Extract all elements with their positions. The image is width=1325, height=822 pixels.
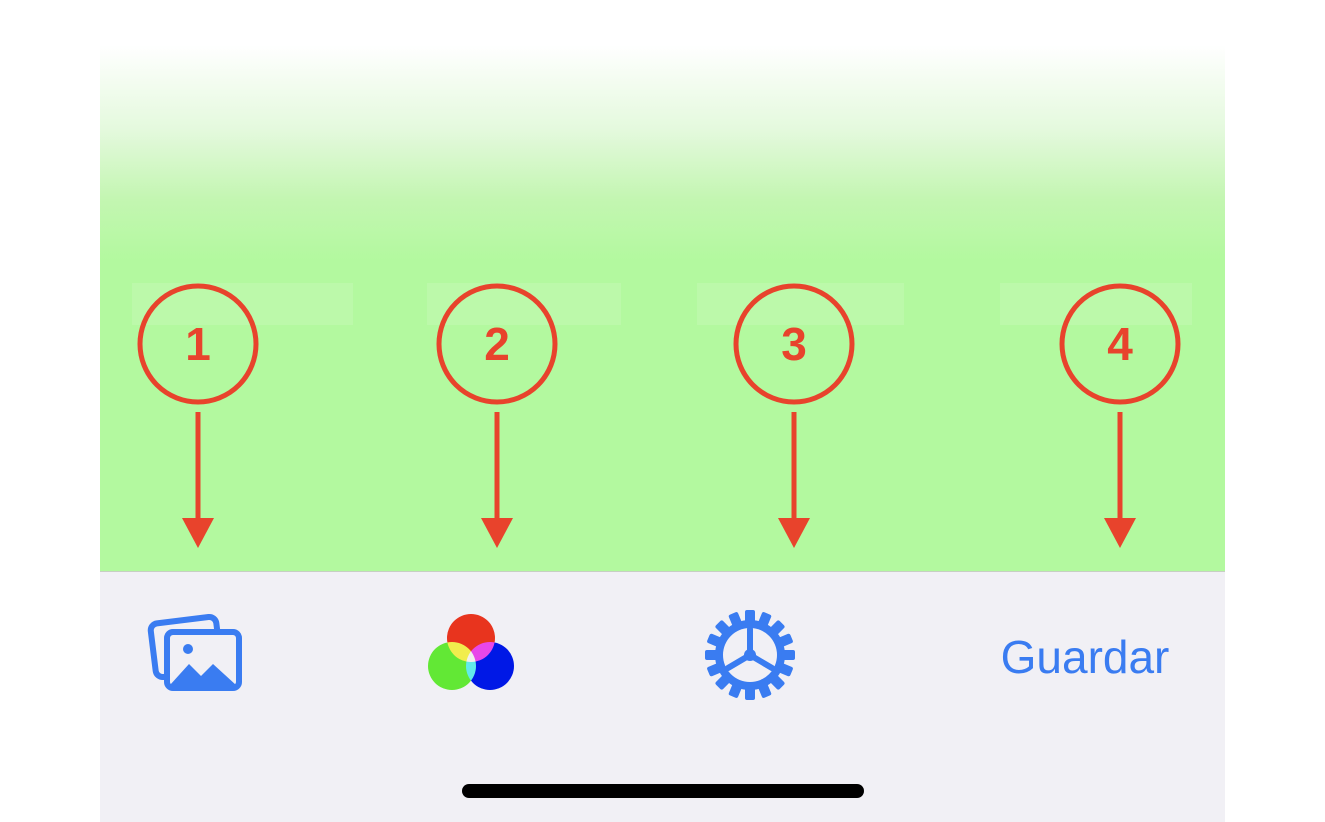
annotation-overlay: 1 2 3 4 — [137, 283, 1181, 548]
callout-3: 3 — [733, 283, 855, 548]
callout-arrowhead — [778, 518, 810, 548]
callout-number: 1 — [185, 318, 211, 370]
callout-number: 3 — [781, 318, 807, 370]
gallery-button[interactable] — [140, 607, 250, 697]
save-button[interactable]: Guardar — [1000, 631, 1170, 683]
gear-icon — [705, 609, 795, 700]
callout-circle — [1059, 283, 1181, 405]
callout-circle — [436, 283, 558, 405]
app-screen: 1 2 3 4 — [100, 0, 1225, 822]
callout-4: 4 — [1059, 283, 1181, 548]
photo-gallery-icon — [147, 613, 242, 691]
callout-arrowhead — [1104, 518, 1136, 548]
rgb-color-circles-icon — [428, 613, 514, 690]
callout-circle — [733, 283, 855, 405]
settings-button[interactable] — [700, 607, 800, 702]
callout-circle — [137, 283, 259, 405]
canvas-area[interactable] — [100, 0, 1225, 571]
home-indicator — [462, 784, 864, 798]
bottom-toolbar: Guardar — [100, 571, 1225, 822]
faded-label — [697, 283, 904, 325]
callout-number: 4 — [1107, 318, 1133, 370]
callout-2: 2 — [436, 283, 558, 548]
callout-arrowhead — [182, 518, 214, 548]
callout-1: 1 — [137, 283, 259, 548]
color-button[interactable] — [420, 607, 520, 702]
callout-number: 2 — [484, 318, 510, 370]
callout-arrowhead — [481, 518, 513, 548]
